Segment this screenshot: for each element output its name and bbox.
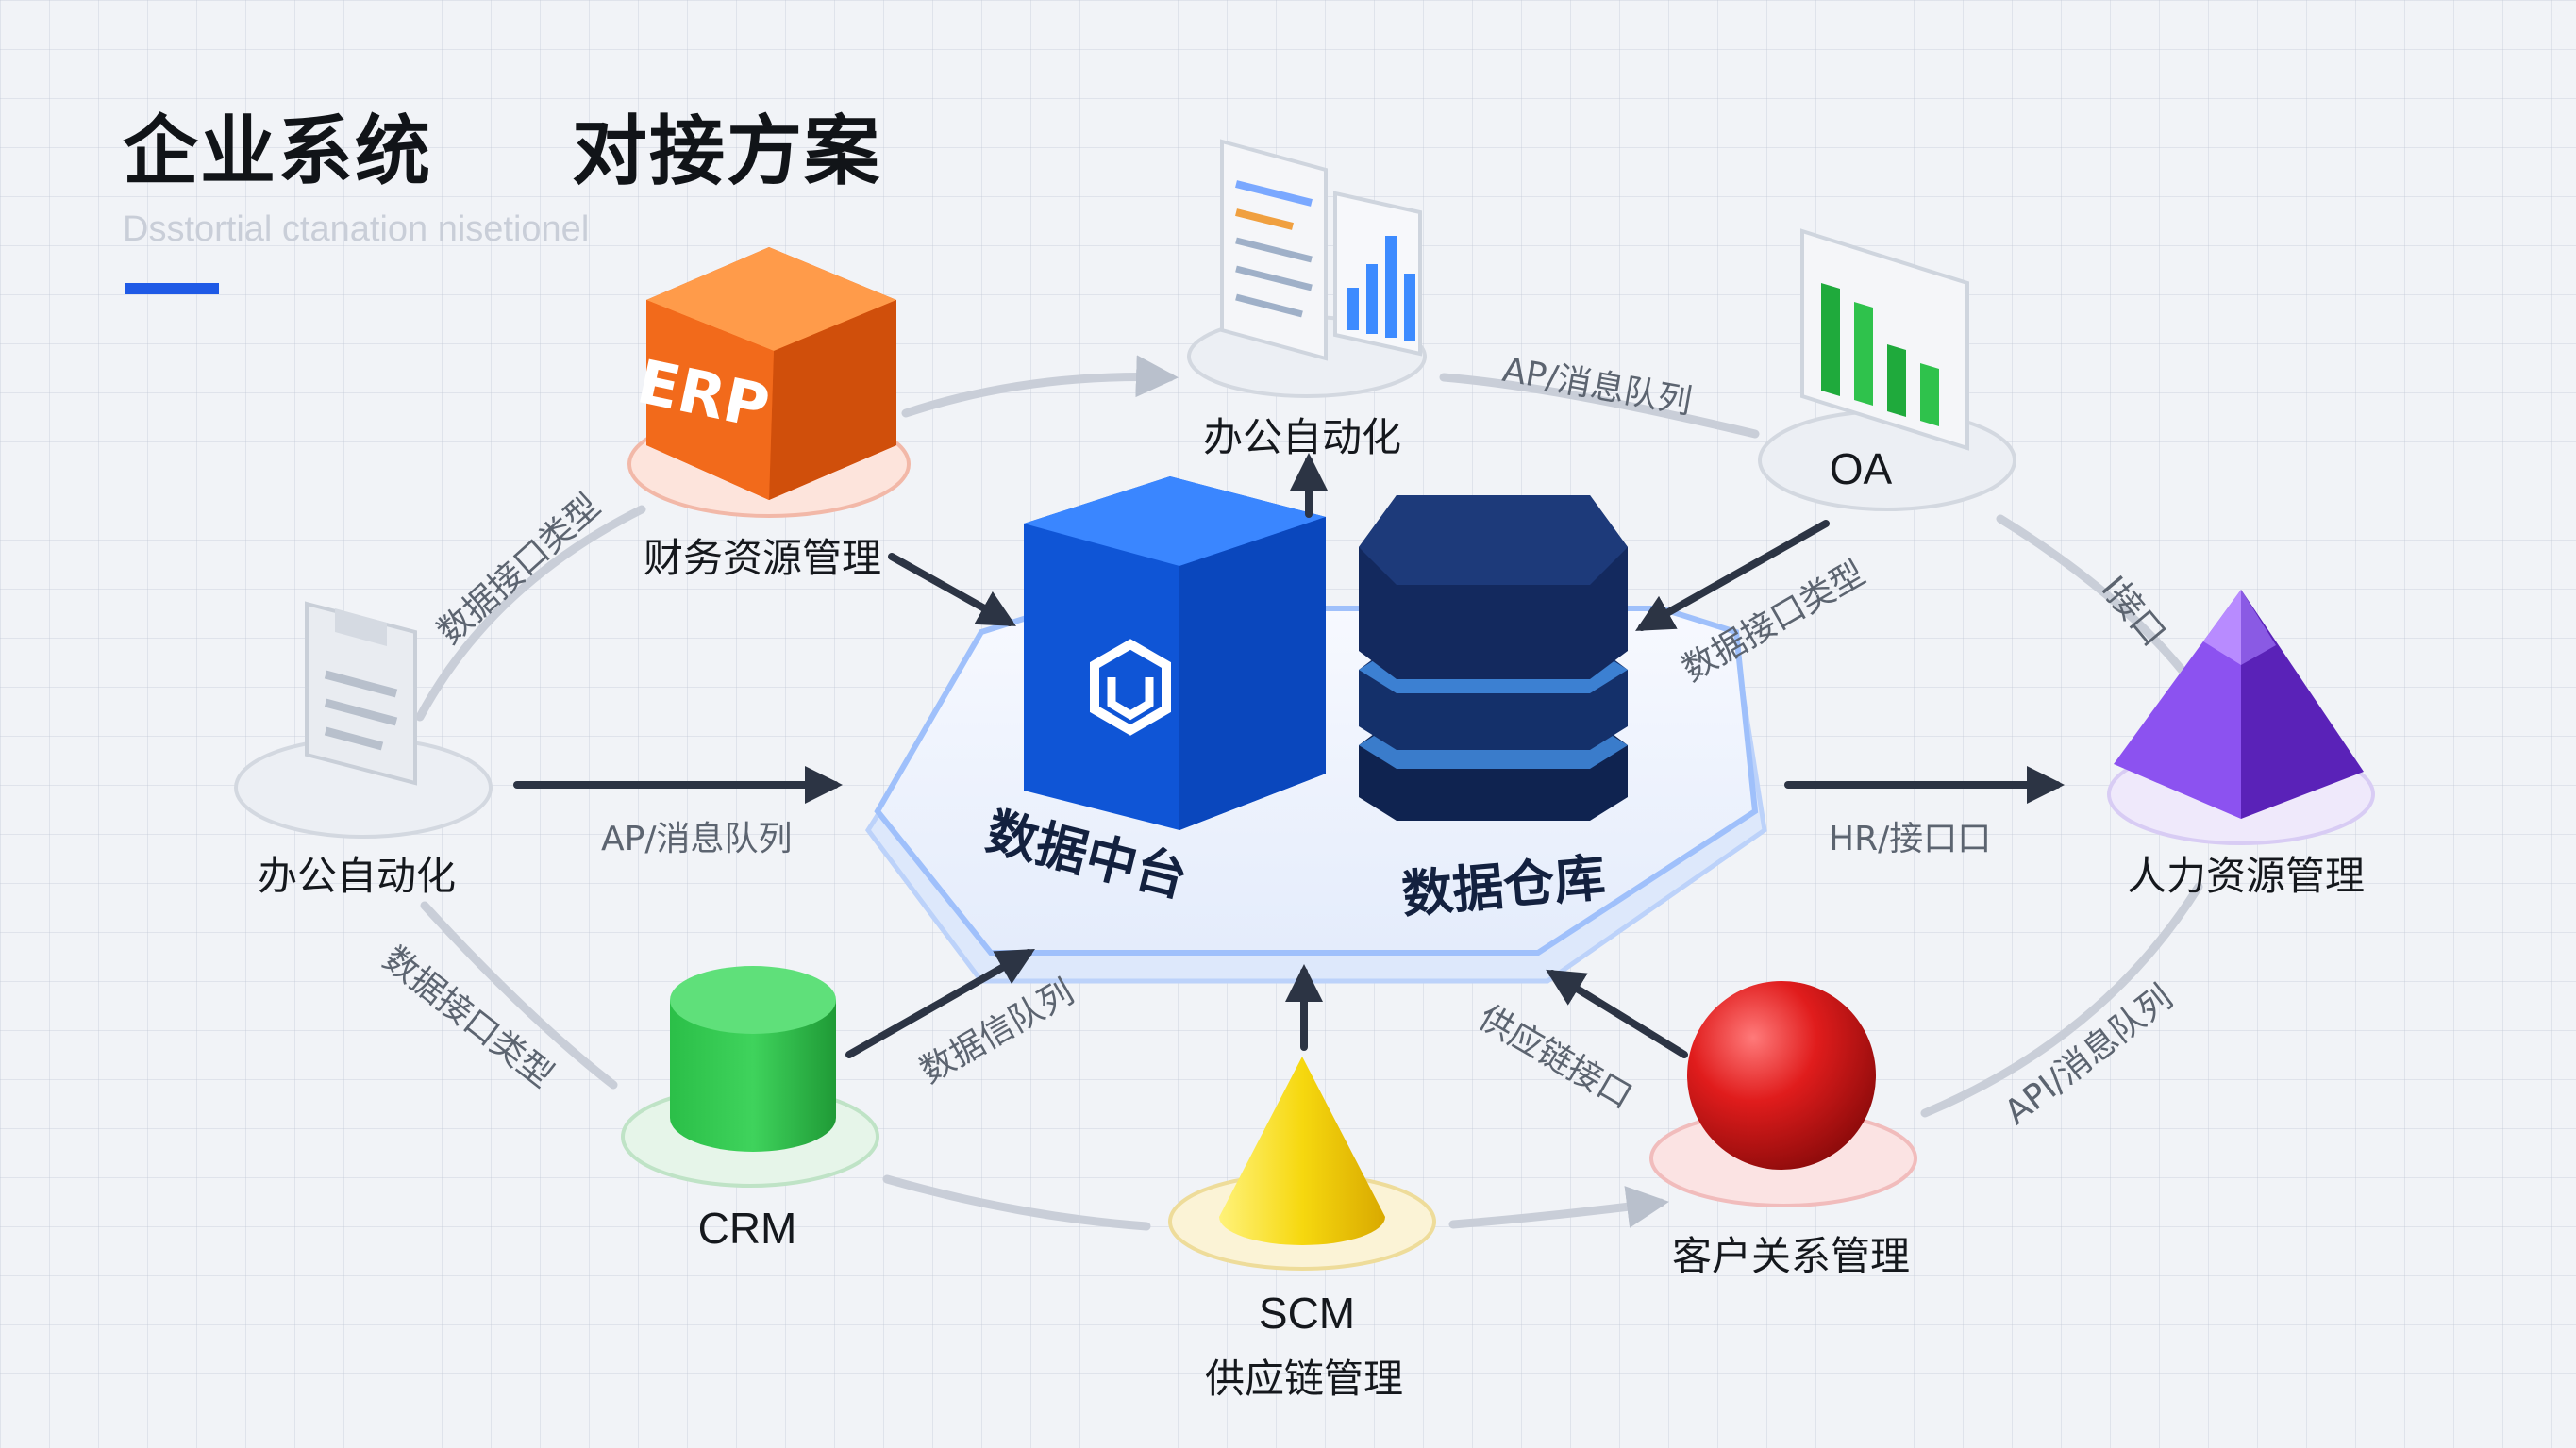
link-crm-hub xyxy=(845,949,1035,1058)
hr-node xyxy=(2107,590,2375,845)
link-erp-office-top xyxy=(901,355,1179,418)
office-left-node xyxy=(234,601,493,839)
erp-node: ERP xyxy=(627,247,911,518)
title-accent-bar xyxy=(125,283,219,294)
link-erp-hub xyxy=(888,553,1016,626)
oa-node xyxy=(1758,228,2016,511)
hr-label: 人力资源管理 xyxy=(2126,853,2366,899)
link-oa-hub xyxy=(1635,520,1830,631)
office-top-label: 办公自动化 xyxy=(1202,414,1402,460)
scm-node xyxy=(1168,1057,1436,1271)
link-scm-client xyxy=(1448,1186,1669,1229)
data-warehouse-stack xyxy=(1359,495,1628,821)
page-title-part2: 对接方案 xyxy=(572,108,881,195)
office-left-label: 办公自动化 xyxy=(257,853,457,899)
data-middle-prism xyxy=(1024,476,1326,830)
link-oa-hr xyxy=(1996,514,2194,684)
edge-label-hub-hr: HR/接口口 xyxy=(1829,820,1992,858)
erp-label: 财务资源管理 xyxy=(643,535,882,581)
page-title-part1: 企业系统 xyxy=(123,108,432,195)
clipboard-icon xyxy=(305,601,417,786)
purple-pyramid-icon xyxy=(2114,590,2364,819)
yellow-cone-icon xyxy=(1219,1057,1385,1245)
page-subtitle: Dsstortial ctanation nisetionel xyxy=(123,209,590,249)
edge-label-office-hub: AP/消息队列 xyxy=(601,820,793,858)
red-sphere-icon xyxy=(1687,981,1876,1170)
link-client-hub xyxy=(1546,969,1688,1058)
link-client-hr xyxy=(1920,882,2203,1118)
document-chart-icon xyxy=(1220,139,1422,361)
client-node xyxy=(1649,981,1917,1207)
crm-label: CRM xyxy=(697,1204,797,1253)
hub-logo-icon xyxy=(1090,639,1171,736)
crm-node xyxy=(621,966,879,1188)
green-cylinder-icon xyxy=(670,966,836,1152)
client-label: 客户关系管理 xyxy=(1671,1233,1911,1279)
scm-sublabel: 供应链管理 xyxy=(1204,1356,1404,1402)
bar-chart-monitor-icon xyxy=(1800,228,1969,451)
link-office-left-crm xyxy=(420,901,618,1090)
oa-label: OA xyxy=(1829,444,1893,493)
outer-ring-links xyxy=(415,355,2203,1231)
link-crm-scm xyxy=(882,1174,1151,1231)
link-erp-office-left xyxy=(415,505,646,722)
hub-links xyxy=(513,453,2065,1058)
link-office-top-oa xyxy=(1439,373,1760,439)
scm-label: SCM xyxy=(1258,1289,1356,1338)
office-top-node xyxy=(1187,139,1427,398)
